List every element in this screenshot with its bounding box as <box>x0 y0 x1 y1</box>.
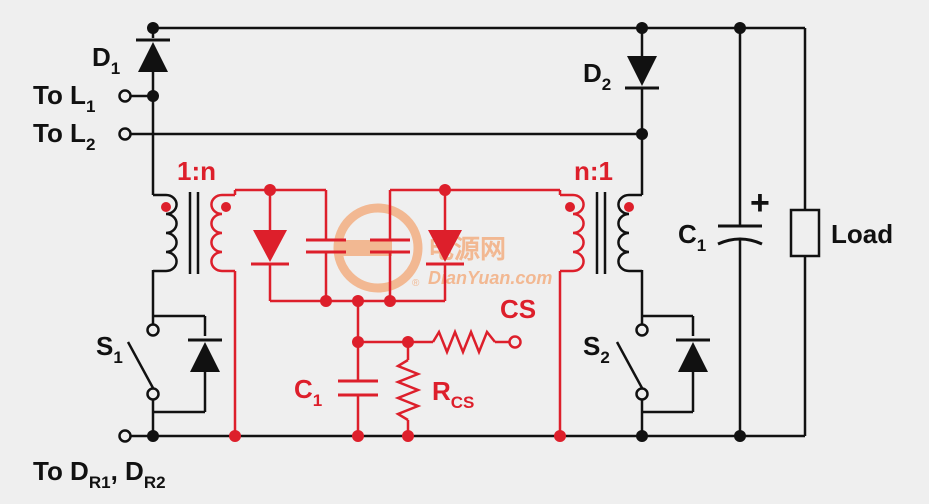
label-to-l1: To L1 <box>33 80 95 116</box>
transformer-right-dot-secondary <box>565 202 575 212</box>
terminal-dr <box>118 429 132 443</box>
label-c1-sense: C1 <box>294 374 322 410</box>
label-load: Load <box>831 219 893 249</box>
diode-s2 <box>676 338 710 372</box>
bridge-diode-right <box>426 230 464 266</box>
terminal-l2 <box>118 127 132 141</box>
bridge-diode-left <box>251 230 289 266</box>
diode-s1 <box>188 338 222 372</box>
transformer-right-primary <box>595 192 642 274</box>
label-s1: S1 <box>96 331 123 367</box>
watermark-logo-plug <box>340 240 392 256</box>
label-d2: D2 <box>583 58 611 94</box>
transformer-left-dot-primary <box>161 202 171 212</box>
diode-d2 <box>625 38 659 90</box>
watermark-reg-mark: ® <box>412 278 420 289</box>
bridge-capacitor-left <box>306 238 346 254</box>
black-wires <box>130 26 807 438</box>
transformer-left-dot-secondary <box>221 202 231 212</box>
label-plus: + <box>750 184 770 222</box>
label-to-dr: To DR1, DR2 <box>33 456 166 492</box>
capacitor-c1-output <box>717 224 763 246</box>
capacitor-c1-sense <box>338 379 378 397</box>
label-c1-output: C1 <box>678 219 706 255</box>
label-cs: CS <box>500 294 536 324</box>
watermark-en-text: DianYuan.com <box>428 268 552 288</box>
terminal-l1 <box>118 89 132 103</box>
label-d1: D1 <box>92 42 120 78</box>
label-ratio-left: 1:n <box>177 156 216 186</box>
transformer-left-secondary <box>210 193 235 273</box>
load-resistor <box>789 208 821 258</box>
red-junctions <box>229 184 566 442</box>
terminal-cs <box>508 335 522 349</box>
transformer-right-secondary <box>560 193 585 273</box>
resistor-rcs <box>394 358 422 422</box>
label-s2: S2 <box>583 331 610 367</box>
diode-d1 <box>136 38 170 72</box>
switch-s2 <box>615 323 649 401</box>
resistor-cs <box>431 328 496 356</box>
label-rcs: RCS <box>432 376 474 412</box>
black-junctions <box>147 22 746 442</box>
transformer-right-dot-primary <box>624 202 634 212</box>
watermark-logo-ring <box>333 203 423 293</box>
label-ratio-right: n:1 <box>574 156 613 186</box>
bridge-capacitor-right <box>370 238 410 254</box>
label-to-l2: To L2 <box>33 118 95 154</box>
switch-s1 <box>126 323 160 401</box>
transformer-left-primary <box>153 192 200 274</box>
